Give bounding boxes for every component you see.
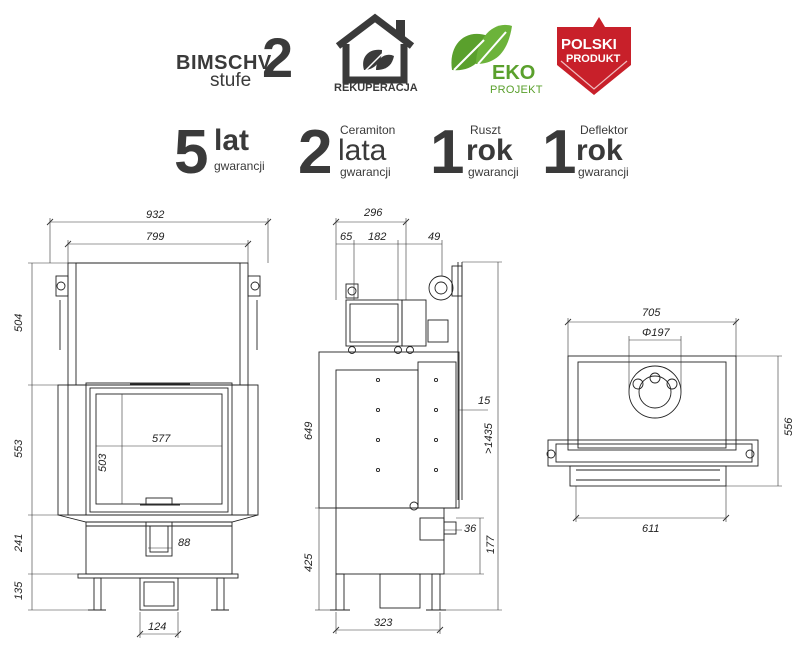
warranty-4-number: 1 [542, 118, 577, 187]
dim-top-diameter: Φ197 [642, 327, 670, 339]
dim-side-total-height: >1435 [483, 422, 495, 454]
dim-front-height-top: 504 [13, 314, 25, 332]
polski-label: POLSKI [561, 36, 617, 53]
dim-side-425: 425 [303, 553, 315, 572]
projekt-label: PROJEKT [490, 84, 543, 96]
top-view-drawing [546, 355, 759, 487]
bimsch-label: BIMSCHV [176, 52, 272, 74]
warranty-1-unit: lat [214, 124, 250, 157]
dim-side-177: 177 [485, 535, 497, 554]
dim-side-649: 649 [303, 422, 315, 440]
warranty-1-caption: gwarancji [214, 159, 265, 173]
warranty-1-number: 5 [174, 118, 209, 187]
eko-label: EKO [492, 62, 536, 84]
dim-glass-width: 577 [152, 433, 171, 445]
warranty-4-item: Deflektor [580, 123, 629, 137]
warranty-3-number: 1 [430, 118, 465, 187]
dim-front-height-low: 241 [13, 534, 25, 553]
front-view-drawing [55, 262, 261, 611]
dim-side-49: 49 [428, 231, 440, 243]
dim-side-total-depth: 296 [363, 207, 383, 219]
warranty-2-caption: gwarancji [340, 165, 391, 179]
dim-front-inner-width: 799 [146, 231, 164, 243]
warranty-3-caption: gwarancji [468, 165, 519, 179]
warranty-3-item: Ruszt [470, 123, 501, 137]
dim-front-height-leg: 135 [13, 581, 25, 600]
dim-spigot-width: 124 [148, 621, 166, 633]
dim-side-36: 36 [464, 523, 477, 535]
dim-glass-height: 503 [97, 453, 109, 472]
warranty-4-unit: rok [576, 134, 623, 167]
side-view-drawing [318, 262, 463, 611]
eko-leaves-icon [451, 24, 512, 71]
dim-front-height-mid: 553 [13, 439, 25, 458]
rekuperacja-house-icon [335, 13, 415, 84]
warranty-3-unit: rok [466, 134, 513, 167]
rekuperacja-label: REKUPERACJA [334, 82, 418, 94]
dim-top-width: 705 [642, 307, 661, 319]
dim-top-depth: 556 [783, 417, 795, 436]
warranty-2-number: 2 [298, 118, 333, 187]
dim-top-base-width: 611 [642, 523, 660, 535]
warranty-2-item: Ceramiton [340, 123, 396, 137]
dimension-lines [28, 218, 782, 638]
dim-flue-width: 88 [178, 537, 191, 549]
produkt-label: PRODUKT [566, 53, 621, 65]
warranty-4-caption: gwarancji [578, 165, 629, 179]
dim-front-total-width: 932 [146, 209, 164, 221]
polski-produkt-badge-icon [557, 17, 631, 95]
dim-side-base-depth: 323 [374, 617, 393, 629]
warranty-2-unit: lata [338, 134, 387, 167]
dim-side-182: 182 [368, 231, 386, 243]
dim-side-65: 65 [340, 231, 353, 243]
bimsch-stufe-label: stufe [210, 70, 252, 91]
bimsch-number: 2 [262, 26, 294, 89]
dim-side-15: 15 [478, 395, 491, 407]
